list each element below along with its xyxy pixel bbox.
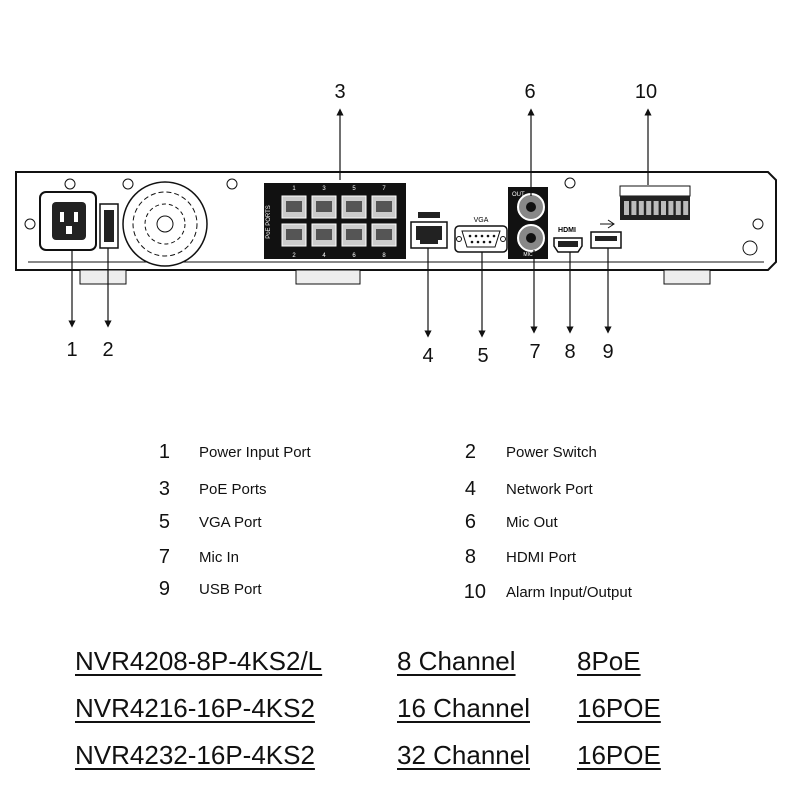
alarm-terminal-pin (653, 201, 659, 215)
alarm-terminal-block-icon (619, 185, 691, 220)
legend-label-10: Alarm Input/Output (506, 584, 632, 601)
alarm-terminal-pin (675, 201, 681, 215)
callout-6: 6 (524, 81, 535, 103)
legend-num-8: 8 (464, 546, 476, 568)
hdmi-port-icon: HDMI (553, 227, 583, 253)
hdmi-label: HDMI (558, 227, 576, 234)
legend-num-9: 9 (158, 578, 170, 600)
legend-label-7: Mic In (199, 549, 240, 566)
alarm-terminal-pin (668, 201, 674, 215)
legend-label-2: Power Switch (506, 444, 597, 461)
usb-port-icon (590, 219, 622, 249)
power-switch-icon (99, 203, 119, 249)
nvr-rear-panel-diagram: PoE PORTS 1 2 3 4 5 6 7 8 VGA OUT MIC HDMI (15, 81, 777, 367)
legend-label-8: HDMI Port (506, 549, 577, 566)
legend-num-10: 10 (463, 581, 486, 603)
poe-ports-label: PoE PORTS (266, 205, 272, 239)
model-channels: 8 Channel (397, 646, 516, 676)
poe-port-number: 4 (322, 253, 326, 259)
model-channels: 32 Channel (397, 740, 530, 770)
screw-icons (24, 177, 764, 256)
callout-8: 8 (564, 341, 575, 363)
vga-label: VGA (474, 217, 489, 224)
callout-9: 9 (602, 341, 613, 363)
poe-ports-block: PoE PORTS 1 2 3 4 5 6 7 8 (264, 183, 406, 259)
network-port-icon (410, 212, 448, 249)
model-poe: 8PoE (577, 646, 641, 676)
alarm-terminal-pin (624, 201, 629, 215)
alarm-terminal-pin (631, 201, 637, 215)
callout-lines (68, 108, 652, 338)
model-row: NVR4208-8P-4KS2/L 8 Channel 8PoE (75, 646, 677, 682)
legend-label-1: Power Input Port (199, 444, 311, 461)
poe-port-number: 1 (292, 186, 296, 192)
mic-in-label: MIC (523, 252, 533, 258)
poe-port-number: 7 (382, 186, 386, 192)
legend-num-5: 5 (158, 511, 170, 533)
vga-port-icon: VGA (454, 217, 508, 253)
legend-num-3: 3 (158, 478, 170, 500)
model-poe: 16POE (577, 740, 661, 770)
legend-num-4: 4 (464, 478, 476, 500)
poe-port-number: 2 (292, 253, 296, 259)
model-row: NVR4216-16P-4KS2 16 Channel 16POE (75, 693, 677, 729)
poe-port-number: 8 (382, 253, 386, 259)
callout-3: 3 (334, 81, 345, 103)
model-name: NVR4232-16P-4KS2 (75, 740, 315, 770)
callout-4: 4 (422, 345, 433, 367)
fan-grille-icon (122, 181, 208, 267)
model-name: NVR4208-8P-4KS2/L (75, 646, 323, 676)
callout-7: 7 (529, 341, 540, 363)
model-poe: 16POE (577, 693, 661, 723)
callout-1: 1 (66, 339, 77, 361)
model-channels: 16 Channel (397, 693, 530, 723)
callout-5: 5 (477, 345, 488, 367)
alarm-terminal-pin (646, 201, 652, 215)
model-name: NVR4216-16P-4KS2 (75, 693, 315, 723)
legend-label-6: Mic Out (506, 514, 558, 531)
alarm-terminal-pin (661, 201, 666, 215)
mic-out-label: OUT (512, 192, 525, 198)
alarm-terminal-pin (638, 201, 644, 215)
legend-label-9: USB Port (199, 581, 262, 598)
legend-label-5: VGA Port (199, 514, 262, 531)
legend-num-2: 2 (464, 441, 476, 463)
model-row: NVR4232-16P-4KS2 32 Channel 16POE (75, 740, 677, 776)
callout-10: 10 (635, 81, 657, 103)
poe-port-number: 6 (352, 253, 356, 259)
legend-num-6: 6 (464, 511, 476, 533)
legend-num-7: 7 (158, 546, 170, 568)
callout-2: 2 (102, 339, 113, 361)
power-input-port-icon (39, 191, 97, 251)
alarm-terminal-pin (683, 201, 689, 215)
legend-label-3: PoE Ports (199, 481, 267, 498)
mic-ports-block: OUT MIC (508, 187, 548, 259)
legend-label-4: Network Port (506, 481, 593, 498)
poe-port-number: 3 (322, 186, 326, 192)
legend-num-1: 1 (158, 441, 170, 463)
poe-port-number: 5 (352, 186, 356, 192)
